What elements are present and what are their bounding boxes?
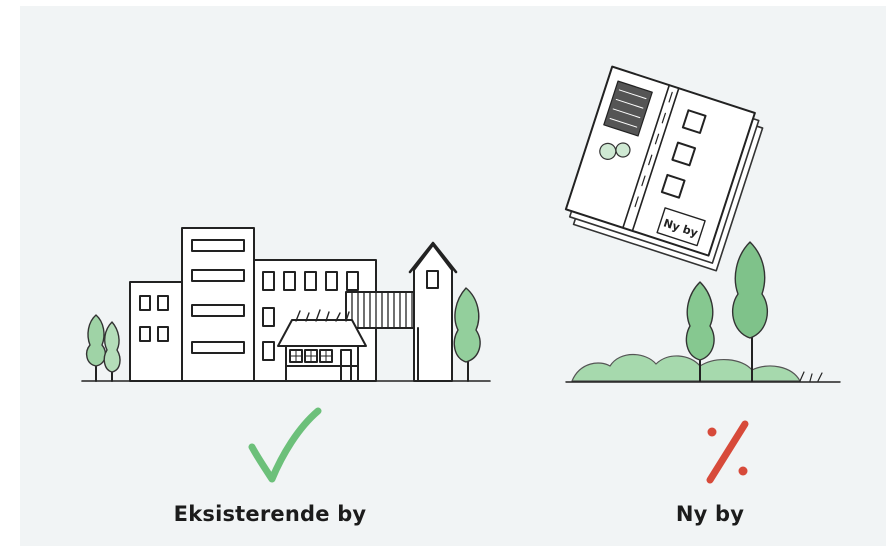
building-tall	[181, 227, 255, 382]
building-short-left	[129, 281, 183, 382]
building-gable	[408, 241, 458, 382]
check-icon	[248, 407, 322, 483]
existing-city-drawing	[81, 227, 491, 382]
bushes	[571, 353, 801, 382]
tree-right	[453, 287, 481, 382]
new-city-drawing: Ny by	[564, 65, 841, 383]
percent-icon	[706, 420, 749, 484]
blueprint-plans: Ny by	[564, 65, 764, 272]
tree-left	[85, 314, 121, 382]
caption-new-city: Ny by	[675, 502, 745, 526]
entrance-pavilion	[277, 309, 367, 382]
caption-existing-city: Eksisterende by	[173, 502, 367, 526]
bridge-section	[345, 291, 419, 329]
new-city-trees	[685, 241, 769, 382]
